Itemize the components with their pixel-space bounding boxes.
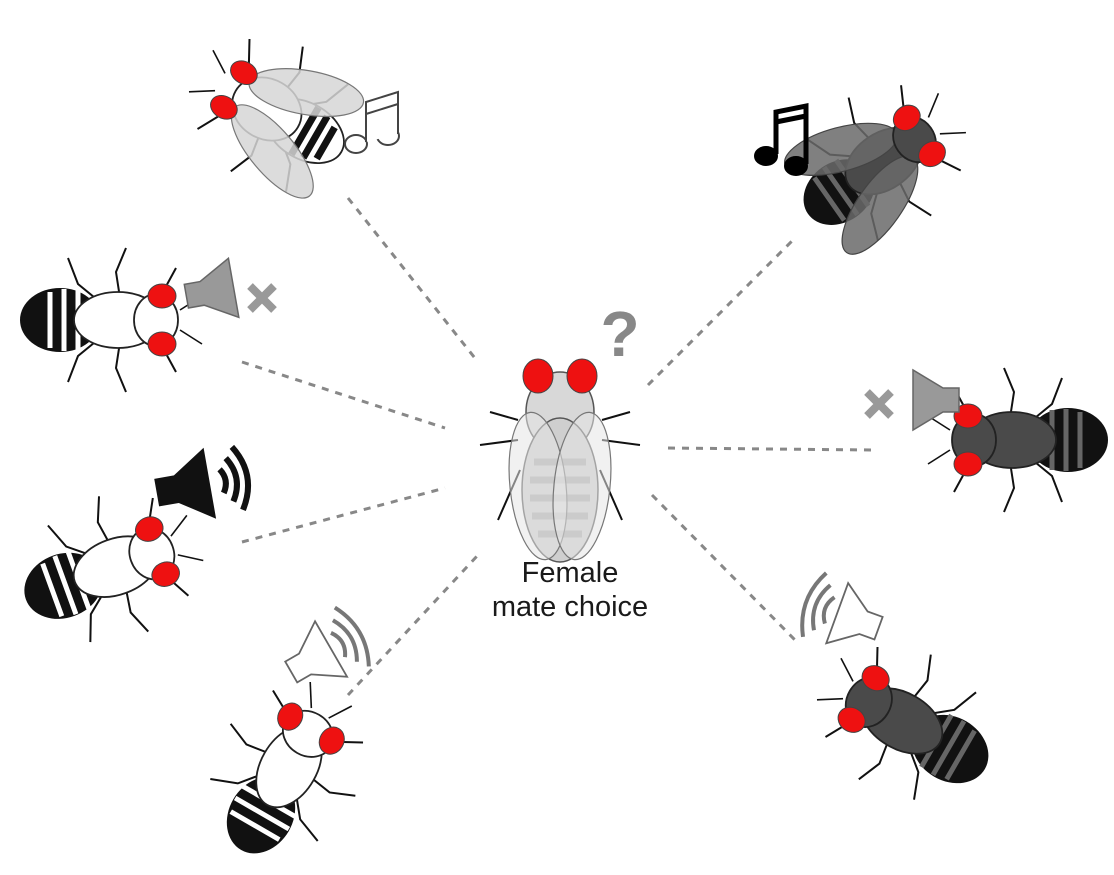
connector-left-upper [242, 362, 445, 428]
male-fly-top-left [164, 6, 381, 217]
loud-speaker-icon [150, 441, 253, 528]
caption-line-2: mate choice [470, 590, 670, 624]
connector-top-left [348, 198, 478, 362]
connector-bottom-right [652, 495, 795, 640]
male-fly-bottom-right [793, 617, 1021, 832]
female-fly [480, 359, 640, 563]
connector-left-lower [242, 488, 445, 542]
music-notes-solid-icon [755, 106, 807, 175]
question-mark: ? [600, 298, 639, 370]
connector-bottom-left [348, 555, 478, 695]
connector-top-right [648, 238, 795, 385]
muted-speaker-icon-right [867, 370, 959, 430]
male-fly-bottom-left [179, 658, 394, 875]
center-caption: Female mate choice [470, 556, 670, 624]
soft-speaker-outline-icon-right [795, 570, 891, 660]
soft-speaker-outline-icon-left [274, 603, 376, 701]
female-left-eye [523, 359, 553, 393]
female-right-eye [567, 359, 597, 393]
muted-speaker-icon-left [181, 258, 274, 325]
caption-line-1: Female [470, 556, 670, 590]
male-fly-left-upper [20, 248, 202, 392]
connector-right-middle [668, 448, 872, 450]
